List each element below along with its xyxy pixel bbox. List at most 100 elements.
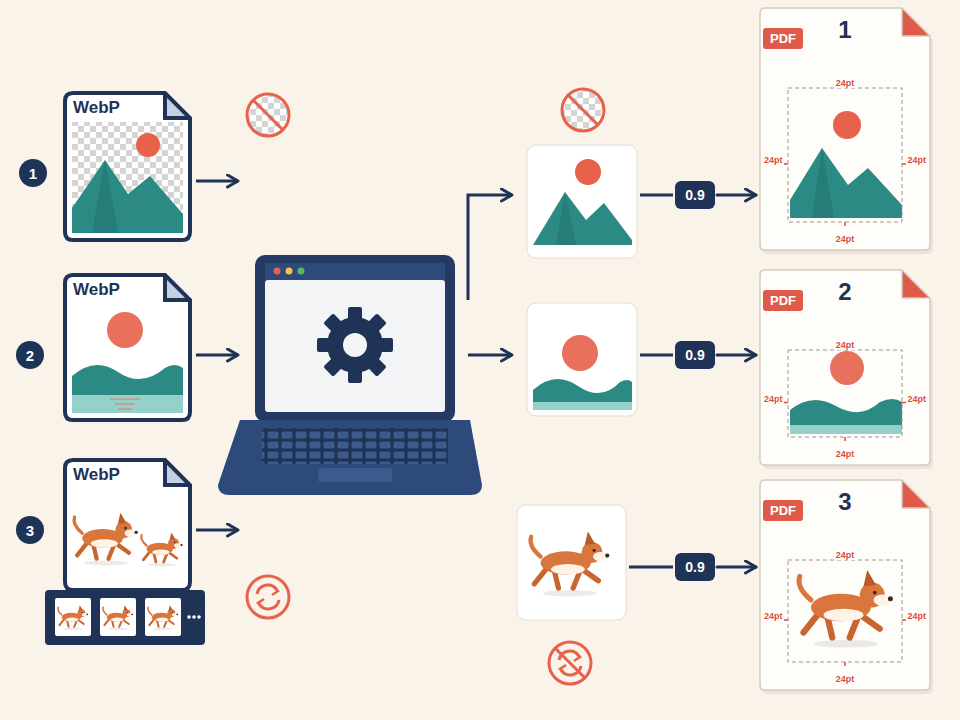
callout-number: 3: [26, 522, 34, 539]
margin-dimension: 24pt: [763, 611, 784, 621]
quality-value: 0.9: [685, 559, 704, 575]
margin-tick: [902, 163, 906, 165]
film-strip: [58, 605, 88, 630]
margin-box: [788, 350, 902, 437]
format-tag: PDF: [763, 290, 803, 311]
no-transparency-icon: [562, 89, 604, 131]
callout-number: 3: [16, 516, 44, 544]
quality-badge: 0.9: [675, 341, 715, 369]
laptop: [274, 268, 281, 275]
webp-image-1: [92, 160, 118, 233]
film-strip: [148, 605, 178, 630]
output-arrows: [640, 354, 673, 357]
film-strip: [197, 615, 201, 619]
gear-icon: [327, 317, 383, 373]
no-animation-icon: [560, 665, 566, 674]
laptop: [262, 428, 448, 464]
margin-tick: [784, 163, 788, 165]
document-border: [760, 480, 930, 690]
webp-image-2: [72, 365, 183, 395]
margin-tick: [844, 437, 846, 441]
output-image-1: [533, 192, 632, 245]
quality-badge: 0.9: [675, 181, 715, 209]
animation-icon: [247, 576, 289, 618]
webp-file-body: [65, 93, 190, 240]
laptop: [218, 255, 482, 495]
no-transparency-icon: [562, 89, 604, 131]
margin-tick: [902, 619, 906, 621]
webp-file-body: [65, 275, 190, 420]
document-border: [65, 93, 190, 240]
no-animation-icon: [574, 652, 580, 661]
webp-image-2: [107, 312, 143, 348]
no-transparency-icon: [247, 94, 289, 136]
webp-image-1: [136, 133, 160, 157]
margin-dimension: 24pt: [835, 78, 856, 88]
document-number: 1: [838, 16, 851, 44]
pdf-document: PDF124pt24pt24pt24pt: [760, 8, 930, 250]
webp-image-2: [110, 399, 140, 409]
webp-file-body: [65, 93, 190, 240]
output-image-3: [517, 505, 626, 620]
laptop: [286, 268, 293, 275]
no-animation-icon: [555, 648, 585, 678]
no-transparency-icon: [253, 100, 283, 130]
margin-dimension: 24pt: [835, 449, 856, 459]
pdf-image-2: [790, 425, 902, 434]
pdf-image-1: [790, 111, 902, 218]
margin-dimension: 24pt: [763, 155, 784, 165]
webp-animation: [141, 532, 182, 566]
quality-badge: 0.9: [675, 553, 715, 581]
margin-dimension: 24pt: [835, 550, 856, 560]
pdf-image-1: [812, 148, 834, 218]
margin-dimension: 24pt: [906, 394, 927, 404]
folded-corner: [902, 480, 930, 508]
output-image-1: [527, 145, 637, 258]
webp-image-1: [72, 122, 183, 233]
pdf-image-2: [790, 351, 902, 434]
pdf-document: PDF324pt24pt24pt24pt: [760, 480, 930, 690]
format-tag: PDF: [763, 500, 803, 521]
output-arrows: [468, 195, 512, 300]
webp-image-2: [72, 395, 183, 413]
gear-icon: [317, 307, 393, 383]
folded-corner: [902, 270, 930, 298]
margin-tick: [844, 222, 846, 226]
pdf-page: [760, 480, 930, 690]
output-image-2: [533, 402, 632, 410]
laptop: [298, 268, 305, 275]
margin-dimension: 24pt: [835, 234, 856, 244]
pdf-page: [760, 270, 933, 469]
margin-box: [788, 88, 902, 222]
webp-animation: [72, 490, 183, 582]
format-label: WebP: [73, 465, 120, 485]
output-image-1: [575, 159, 601, 185]
document-border: [65, 275, 190, 420]
document-border: [65, 460, 190, 590]
no-transparency-icon: [247, 94, 289, 136]
output-image-2: [533, 379, 632, 402]
webp-image-2: [72, 303, 183, 414]
laptop: [262, 428, 448, 464]
document-border: [760, 8, 930, 250]
webp-file-icon: WebP: [65, 93, 190, 240]
output-image-3: [517, 505, 626, 620]
callout-number: 2: [16, 341, 44, 369]
output-image-2: [527, 303, 637, 416]
webp-file-body: [65, 275, 190, 420]
output-arrows: [468, 354, 512, 357]
pdf-image-2: [830, 351, 864, 385]
callout-number: 2: [26, 347, 34, 364]
pdf-page: [760, 270, 930, 465]
margin-box: [788, 560, 902, 662]
pdf-image-1: [833, 111, 861, 139]
webp-file-body: [65, 460, 190, 590]
output-image-3: [531, 531, 610, 596]
folded-corner: [165, 275, 190, 300]
laptop: [255, 255, 455, 422]
margin-dimension: 24pt: [763, 394, 784, 404]
pdf-page: [760, 8, 930, 250]
